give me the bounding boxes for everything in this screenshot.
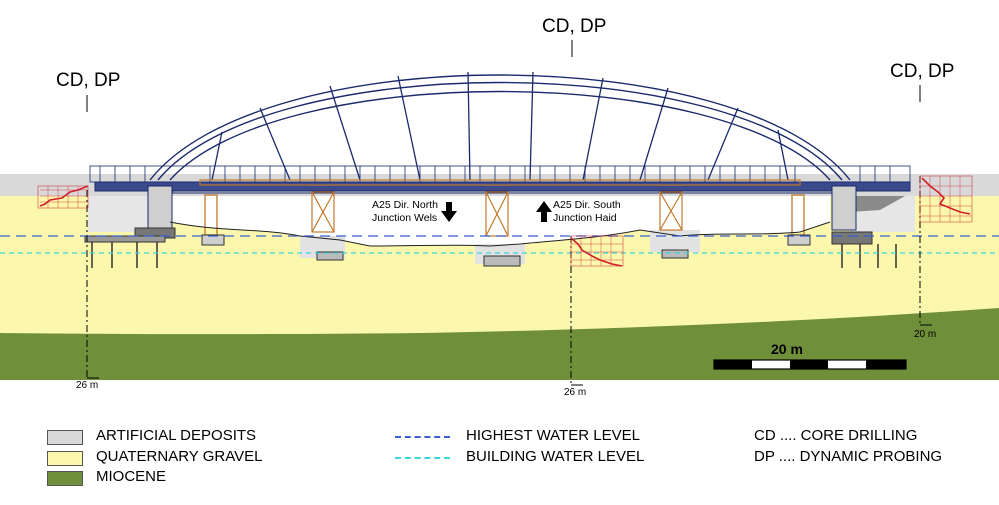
pier-3 <box>659 191 683 231</box>
legend-swatch-miocene <box>47 471 83 486</box>
abutment-fill-left <box>88 196 150 232</box>
legend-label-miocene: MIOCENE <box>96 468 167 485</box>
slope-right <box>850 196 905 212</box>
legend-label-building-water: BUILDING WATER LEVEL <box>466 448 645 465</box>
pier-2-base <box>483 255 521 267</box>
deck-girder <box>94 181 911 192</box>
borehole-label-left: CD, DP <box>56 70 121 91</box>
depth-label-center: 26 m <box>564 387 587 398</box>
road-surface <box>169 221 831 247</box>
legend-abbr-cd: CD .... CORE DRILLING <box>754 427 918 444</box>
pier-fill <box>300 230 700 264</box>
probe-plot-right <box>919 175 973 223</box>
hangers <box>211 71 789 181</box>
legend-swatch-artificial <box>47 430 83 445</box>
borehole-label-right: CD, DP <box>890 61 955 82</box>
pier-1-base <box>316 251 344 261</box>
abutment-left <box>84 185 176 243</box>
legend-abbr-dp: DP .... DYNAMIC PROBING <box>754 448 943 465</box>
depth-label-left: 26 m <box>76 380 99 391</box>
depth-label-right: 20 m <box>914 329 937 340</box>
legend-line-building-water <box>395 457 450 459</box>
support-base-right <box>787 234 811 246</box>
legend-line-highest-water <box>395 436 450 438</box>
pier-1 <box>311 191 335 233</box>
direction-label-south: A25 Dir. South Junction Haid <box>553 199 621 224</box>
scale-bar <box>713 359 907 370</box>
pier-3-base <box>661 249 689 259</box>
legend-label-gravel: QUATERNARY GRAVEL <box>96 448 263 465</box>
arrow-up-south <box>536 201 552 222</box>
arch <box>149 74 851 181</box>
borehole-label-center: CD, DP <box>542 16 607 37</box>
legend-label-artificial: ARTIFICIAL DEPOSITS <box>96 427 257 444</box>
borehole-ticks <box>86 40 932 386</box>
temporary-deck <box>199 179 801 186</box>
probe-plot-left <box>37 185 89 209</box>
legend-label-highest-water: HIGHEST WATER LEVEL <box>466 427 640 444</box>
borehole-lines <box>86 176 921 385</box>
probe-plot-center <box>570 235 624 267</box>
abutment-right <box>831 185 873 245</box>
legend-swatch-gravel <box>47 451 83 466</box>
abutment-piles <box>91 242 897 268</box>
arrow-down-north <box>441 202 457 222</box>
scale-bar-label: 20 m <box>771 341 803 357</box>
direction-label-north: A25 Dir. North Junction Wels <box>372 199 438 224</box>
support-base-left <box>201 234 225 246</box>
